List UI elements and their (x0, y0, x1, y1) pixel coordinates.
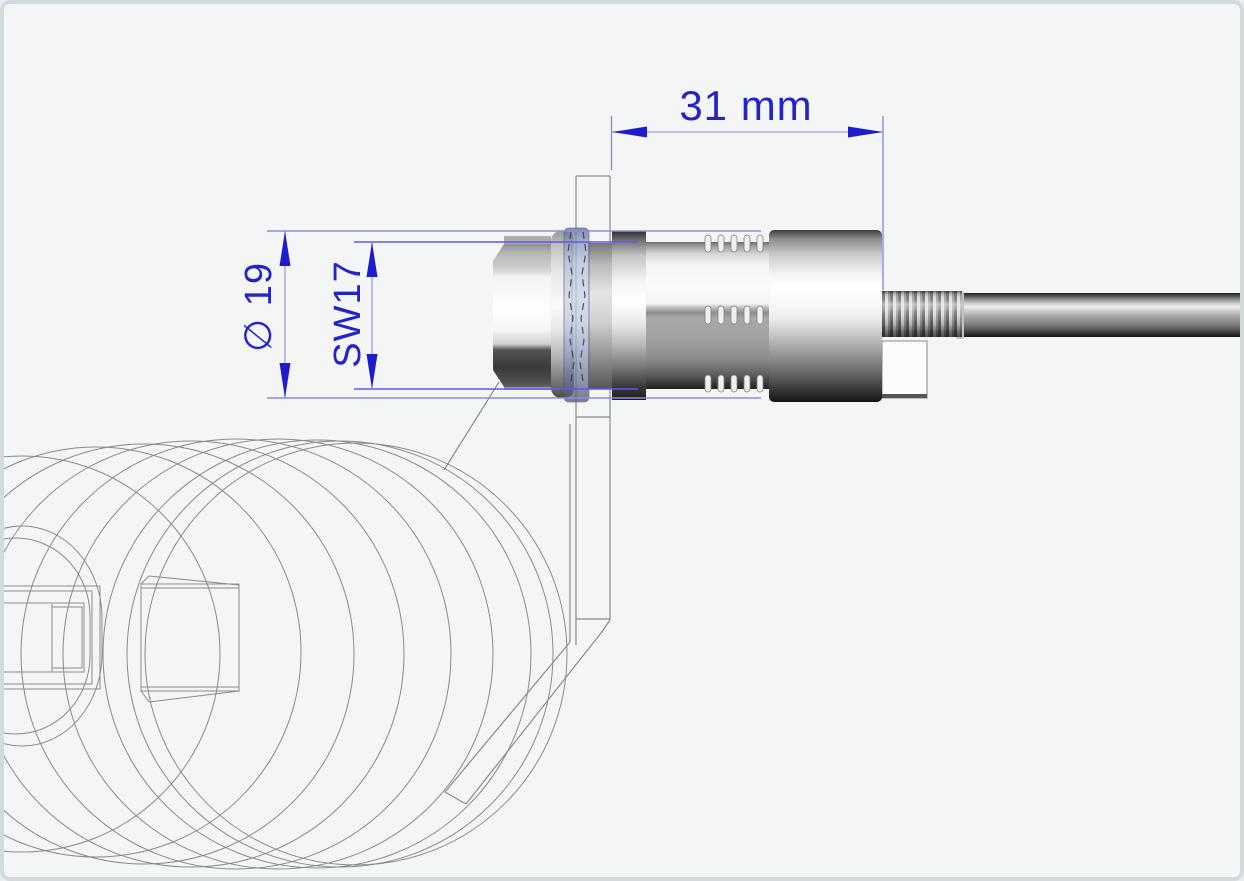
cable (960, 293, 1240, 337)
rear-block-shadow (882, 394, 927, 398)
hex-nut (493, 244, 551, 387)
dimension-arrowheads (279, 126, 883, 398)
stud-sliver-top (504, 236, 551, 246)
clamp-ring (612, 231, 646, 400)
serrated-washer (563, 227, 590, 403)
dimension-wrench-label: SW17 (327, 260, 369, 368)
through-sleeve (588, 243, 612, 389)
bellows-side-facet (140, 575, 240, 703)
bellows-front-face (4, 525, 103, 747)
technical-drawing (4, 116, 1240, 870)
dimension-diameter-label: ∅ 19 (238, 262, 280, 352)
dimension-lines (267, 116, 884, 399)
extension-lines-diameter (267, 116, 884, 399)
knurl-slots (704, 234, 764, 393)
bellows-wireframe (4, 438, 568, 870)
extension-lines-wrench (354, 241, 638, 390)
leader-line (443, 381, 500, 471)
rear-block (881, 340, 928, 399)
dimension-length-label: 31 mm (679, 82, 813, 129)
connector-barrel (769, 230, 882, 402)
threaded-stud (882, 291, 962, 337)
connector-assembly (493, 227, 1240, 403)
